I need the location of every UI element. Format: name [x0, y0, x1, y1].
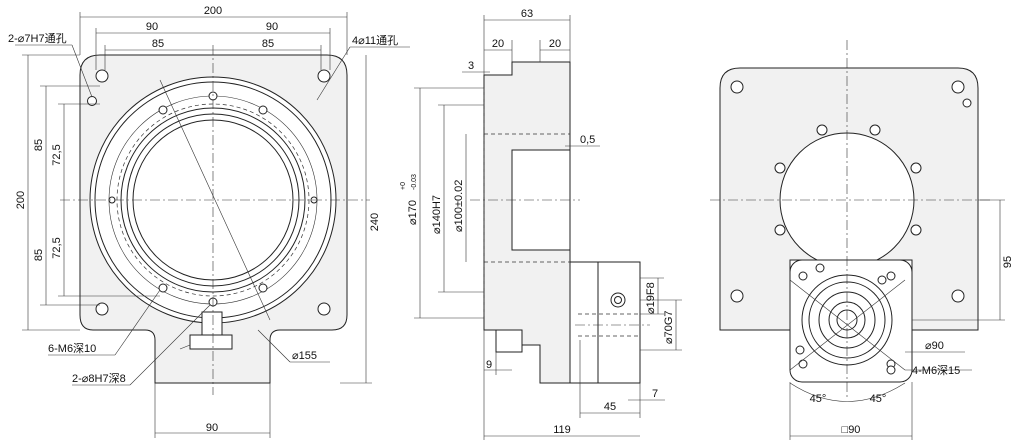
front-view: 200 90 90 85 85 2-⌀7H7通孔 4⌀11通孔 200 85 8… [8, 5, 410, 438]
rear-corner-hole-bl [730, 289, 744, 303]
dim-240: 240 [369, 213, 381, 231]
tapped-hole [258, 283, 268, 293]
dim-63: 63 [521, 8, 533, 20]
dim-base-width: 90 [206, 422, 218, 434]
dim-45: 45 [604, 401, 616, 413]
bolt-head [816, 124, 828, 136]
dim-9: 9 [486, 359, 492, 371]
label-tapped: 4-M6深15 [912, 364, 960, 377]
dim-height: 200 [15, 191, 27, 209]
dim-170-tol-upper: +0 [400, 182, 407, 190]
sensor-body [189, 334, 233, 350]
dim-19: ⌀19F8 [645, 282, 657, 314]
dim-half-left: 90 [146, 21, 158, 33]
dim-hole-left: 85 [152, 38, 164, 50]
dim-140: ⌀140H7 [431, 195, 443, 234]
dim-70: ⌀70G7 [663, 310, 675, 344]
label-diameter-155: ⌀155 [292, 350, 317, 362]
side-view: 63 20 20 3 0,5 ⌀170 +0 -0.03 ⌀140H7 ⌀100… [400, 8, 682, 440]
tapped-hole [258, 105, 268, 115]
rear-corner-hole-tr [951, 80, 965, 94]
dim-85-bottom: 85 [33, 249, 45, 261]
bolt-head [869, 124, 881, 136]
dim-725-top: 72,5 [51, 144, 63, 165]
angle-left: 45° [810, 393, 827, 405]
bolt-head [910, 162, 922, 174]
dim-85-top: 85 [33, 139, 45, 151]
side-sensor [495, 329, 523, 353]
corner-hole-tl [95, 69, 109, 83]
dim-overall-width: 200 [204, 5, 222, 17]
dim-20-right: 20 [549, 38, 561, 50]
flange-hole [798, 359, 808, 369]
flange-hole [886, 271, 896, 281]
corner-hole-br [317, 302, 331, 316]
corner-hole-bl [95, 302, 109, 316]
tapped-hole [158, 283, 168, 293]
flange-hole [815, 263, 825, 273]
rear-hub-bolts [774, 124, 922, 236]
bolt-head [774, 224, 786, 236]
rear-corner-hole-br [951, 289, 965, 303]
rear-view: 95 ⌀90 4-M6深15 45° 45° □90 [710, 40, 1014, 440]
side-port [610, 292, 626, 308]
bolt-head [910, 224, 922, 236]
corner-hole-tr [317, 69, 331, 83]
rear-corner-hole-tl [730, 80, 744, 94]
label-dowel-holes: 2-⌀7H7通孔 [8, 32, 67, 45]
label-tapped-holes: 6-M6深10 [48, 342, 96, 355]
dim-square-90: □90 [842, 424, 861, 436]
flange-hole [795, 345, 805, 355]
dim-hole-right: 85 [262, 38, 274, 50]
rear-dowel-hole [962, 98, 972, 108]
tapped-hole [158, 105, 168, 115]
dim-20-left: 20 [492, 38, 504, 50]
dim-7: 7 [652, 388, 658, 400]
flange-hole [798, 271, 808, 281]
dim-3: 3 [468, 60, 474, 72]
dim-100: ⌀100±0.02 [453, 180, 465, 232]
label-diameter-90: ⌀90 [925, 340, 944, 352]
dim-725-bottom: 72,5 [51, 237, 63, 258]
dim-170-tol-lower: -0.03 [411, 174, 418, 190]
side-input-shaft [597, 261, 641, 384]
label-through-holes: 4⌀11通孔 [352, 34, 398, 47]
flange-hole [886, 365, 896, 375]
dim-half-right: 90 [266, 21, 278, 33]
dim-95: 95 [1002, 256, 1014, 268]
flange-hole [877, 275, 887, 285]
dim-05: 0,5 [580, 134, 595, 146]
dim-119: 119 [553, 424, 571, 436]
bolt-head [774, 162, 786, 174]
label-pin-holes: 2-⌀8H7深8 [72, 372, 126, 385]
angle-right: 45° [870, 393, 887, 405]
dim-170: ⌀170 [407, 200, 419, 225]
